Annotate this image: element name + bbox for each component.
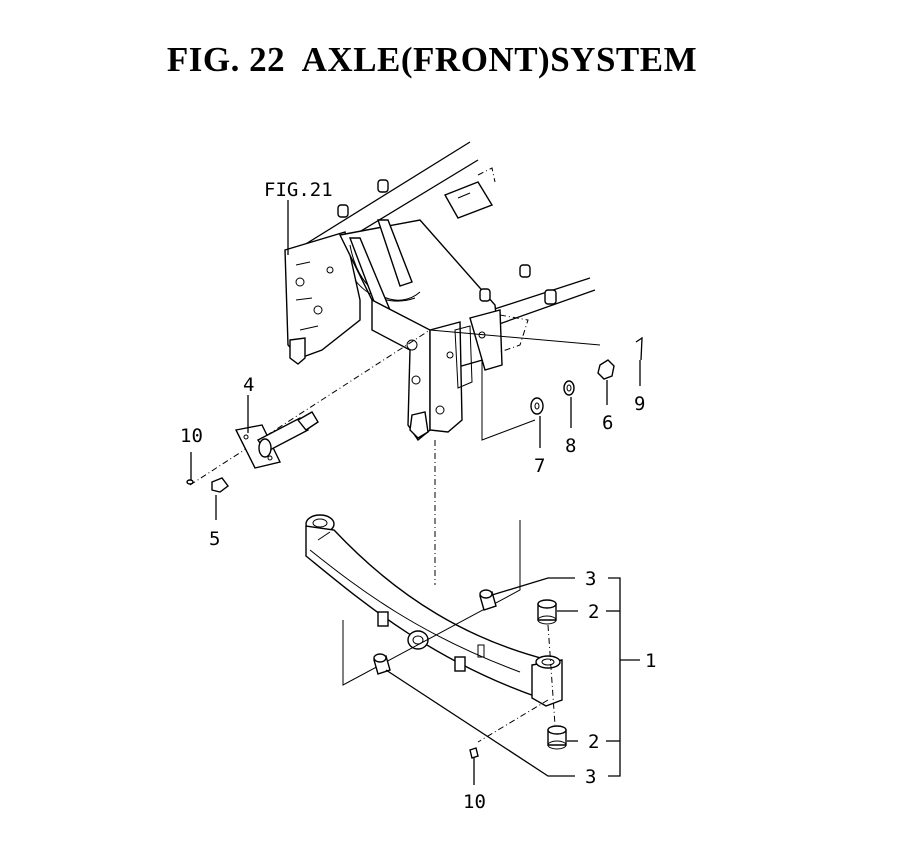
pivot-pin-4: [234, 395, 319, 469]
washer-7: [530, 397, 544, 448]
callout-3-lower: 3: [585, 766, 596, 788]
bushing-2-upper: [537, 599, 578, 625]
bolt-5: [211, 477, 229, 520]
callout-5: 5: [209, 528, 220, 550]
callout-2-lower: 2: [588, 731, 599, 753]
callout-2-upper: 2: [588, 601, 599, 623]
figure-title: FIG. 22 AXLE(FRONT)SYSTEM: [166, 40, 698, 79]
cotter-pin-9: [635, 336, 643, 386]
grease-nipple-10-upper: [186, 452, 194, 485]
frame-assembly: [284, 141, 596, 442]
callout-10-upper: 10: [180, 425, 203, 447]
callout-10-lower: 10: [463, 791, 486, 813]
bushing-3-upper: [479, 577, 575, 611]
callout-4: 4: [243, 374, 254, 396]
callout-8: 8: [565, 435, 576, 457]
spring-washer-8: [563, 380, 575, 428]
front-axle-beam-1: [305, 514, 563, 707]
bushing-2-lower: [547, 725, 578, 750]
callout-6: 6: [602, 412, 613, 434]
callout-3-upper: 3: [585, 568, 596, 590]
bushing-3-lower: [373, 653, 575, 777]
callout-7: 7: [534, 455, 545, 477]
callout-1-bracket: [606, 577, 640, 777]
fig21-reference-label: FIG.21: [264, 179, 333, 201]
nut-6: [597, 359, 615, 405]
grease-nipple-10-lower: [469, 747, 479, 785]
callout-9: 9: [634, 393, 645, 415]
callout-1: 1: [645, 650, 656, 672]
